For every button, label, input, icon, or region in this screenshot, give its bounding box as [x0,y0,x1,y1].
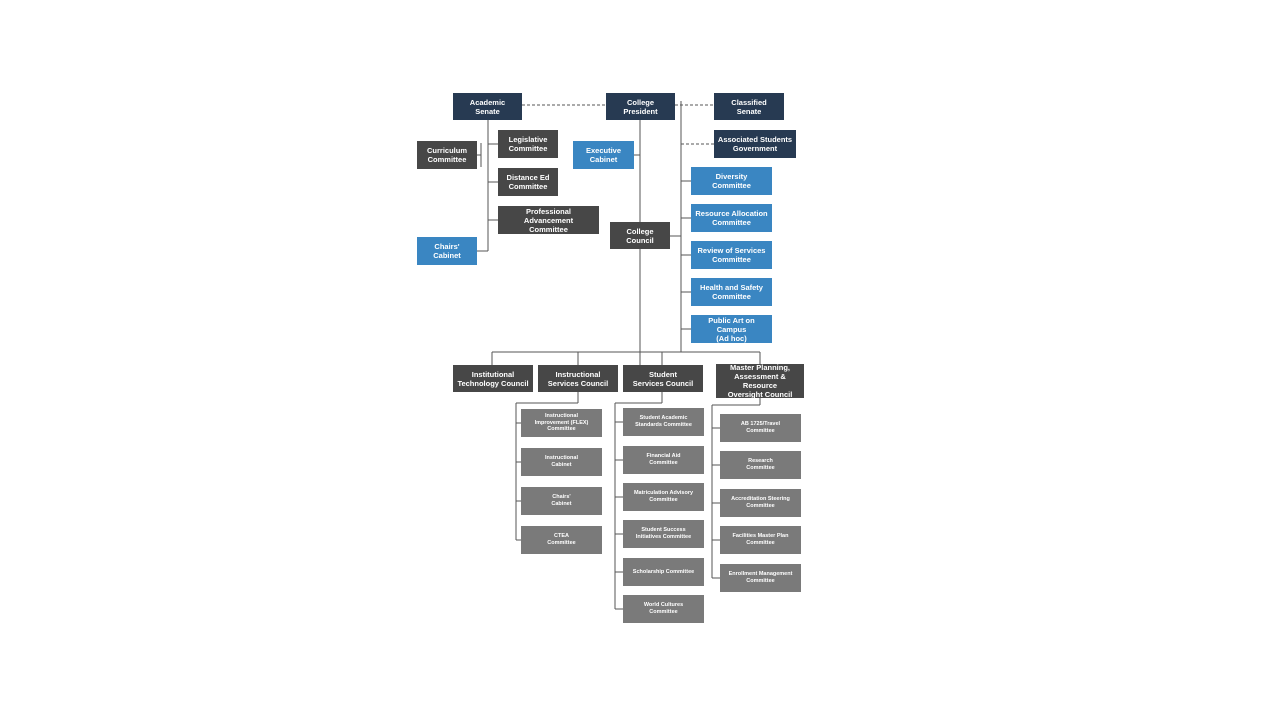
master-planning-council-box[interactable]: Master Planning, Assessment & Resource O… [716,363,804,399]
public-art-committee-box[interactable]: Public Art on Campus (Ad hoc) [691,315,772,343]
student-academic-standards-committee-box[interactable]: Student Academic Standards Committee [623,408,704,436]
institutional-technology-council-box[interactable]: Institutional Technology Council [453,365,533,392]
flex-committee-box[interactable]: Instructional Improvement (FLEX) Committ… [521,409,602,437]
instructional-cabinet-box[interactable]: Instructional Cabinet [521,448,602,476]
curriculum-committee-box[interactable]: Curriculum Committee [417,141,477,169]
enrollment-management-committee-box[interactable]: Enrollment Management Committee [720,564,801,592]
student-success-initiatives-committee-box[interactable]: Student Success Initiatives Committee [623,520,704,548]
associated-students-box[interactable]: Associated Students Government [714,130,796,158]
distance-ed-committee-box[interactable]: Distance Ed Committee [498,168,558,196]
accreditation-steering-committee-box[interactable]: Accreditation Steering Committee [720,489,801,517]
executive-cabinet-box[interactable]: Executive Cabinet [573,141,634,169]
professional-advancement-committee-box[interactable]: Professional Advancement Committee [498,206,599,234]
facilities-master-plan-committee-box[interactable]: Facilities Master Plan Committee [720,526,801,554]
instructional-services-council-box[interactable]: Instructional Services Council [538,365,618,392]
matriculation-advisory-committee-box[interactable]: Matriculation Advisory Committee [623,483,704,511]
scholarship-committee-box[interactable]: Scholarship Committee [623,558,704,586]
resource-allocation-committee-box[interactable]: Resource Allocation Committee [691,204,772,232]
college-president-box[interactable]: College President [606,93,675,120]
world-cultures-committee-box[interactable]: World Cultures Committee [623,595,704,623]
research-committee-box[interactable]: Research Committee [720,451,801,479]
college-council-box[interactable]: College Council [610,222,670,249]
chairs-cabinet-senate-box[interactable]: Chairs' Cabinet [417,237,477,265]
student-services-council-box[interactable]: Student Services Council [623,365,703,392]
legislative-committee-box[interactable]: Legislative Committee [498,130,558,158]
ctea-committee-box[interactable]: CTEA Committee [521,526,602,554]
diversity-committee-box[interactable]: Diversity Committee [691,167,772,195]
classified-senate-box[interactable]: Classified Senate [714,93,784,120]
financial-aid-committee-box[interactable]: Financial Aid Committee [623,446,704,474]
ab1725-travel-committee-box[interactable]: AB 1725/Travel Committee [720,414,801,442]
academic-senate-box[interactable]: Academic Senate [453,93,522,120]
chairs-cabinet-instructional-box[interactable]: Chairs' Cabinet [521,487,602,515]
review-of-services-committee-box[interactable]: Review of Services Committee [691,241,772,269]
health-and-safety-committee-box[interactable]: Health and Safety Committee [691,278,772,306]
